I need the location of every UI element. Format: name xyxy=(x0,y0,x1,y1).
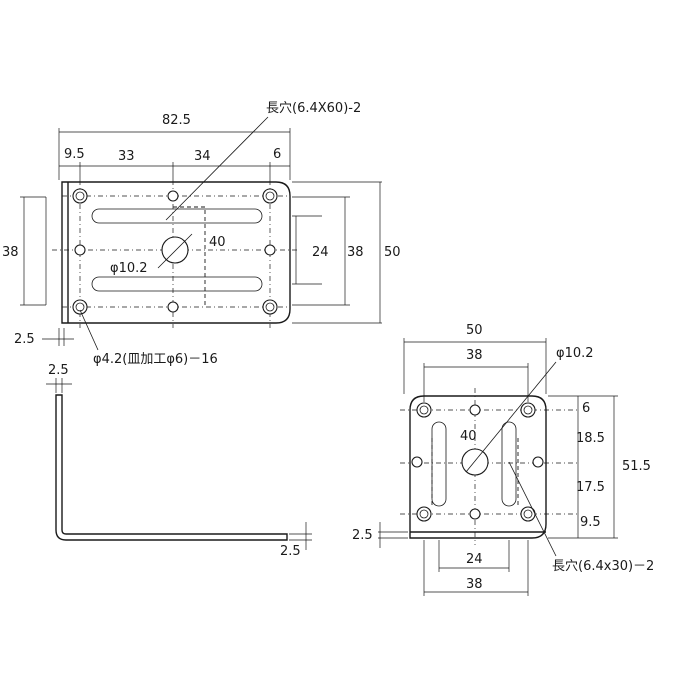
end-hole-top-mid xyxy=(469,404,481,416)
end-slot-right xyxy=(501,421,517,507)
end-hole-mid-right xyxy=(532,456,544,468)
end-dim-offset-bottom: 9.5 xyxy=(580,515,601,530)
end-dim-overall-width: 50 xyxy=(466,323,483,338)
front-dim-height-right-outer: 50 xyxy=(384,245,401,260)
front-hole-top-left-inner xyxy=(75,191,85,201)
end-slot-left xyxy=(431,421,447,507)
side-profile-outline xyxy=(55,394,288,541)
end-center-hole-leader xyxy=(465,361,557,473)
front-dim-span-right: 34 xyxy=(194,149,211,164)
end-hole-top-right xyxy=(520,402,536,418)
end-dim-overall-height: 51.5 xyxy=(622,459,651,474)
front-center-hole xyxy=(161,236,189,264)
front-dim-span-left: 33 xyxy=(118,149,135,164)
front-slot-callout: 長穴(6.4X60)-2 xyxy=(266,101,361,116)
front-dim-slot-spacing: 24 xyxy=(312,245,329,260)
side-dim-thickness-bottom: 2.5 xyxy=(280,544,301,559)
end-dim-thickness: 2.5 xyxy=(352,528,373,543)
front-hole-mid-right xyxy=(264,244,276,256)
end-dim-center-hole: φ10.2 xyxy=(556,346,594,361)
end-view: 50 38 φ10.2 40 6 18.5 17.5 9.5 51.5 2.5 … xyxy=(352,323,654,596)
front-slot-callout-leader xyxy=(165,116,269,221)
front-hole-callout-leader xyxy=(79,309,99,351)
end-hole-bottom-left xyxy=(416,506,432,522)
end-dim-slot-spacing: 24 xyxy=(466,552,483,567)
front-hole-bottom-right xyxy=(262,299,278,315)
side-dim-thickness-top: 2.5 xyxy=(48,363,69,378)
end-dim-hole-span-top: 38 xyxy=(466,348,483,363)
front-dim-height-right-inner: 38 xyxy=(347,245,364,260)
front-hidden-line xyxy=(173,206,206,307)
front-dim-height-left: 38 xyxy=(2,245,19,260)
front-hole-bottom-mid xyxy=(167,301,179,313)
end-slot-callout: 長穴(6.4x30)－2 xyxy=(552,559,654,574)
front-dim-thickness: 2.5 xyxy=(14,332,35,347)
front-dim-center-hole: φ10.2 xyxy=(110,261,148,276)
end-hole-bottom-mid xyxy=(469,508,481,520)
front-hole-top-right xyxy=(262,188,278,204)
end-hole-top-left-inner xyxy=(419,405,429,415)
front-hole-mid-left xyxy=(74,244,86,256)
front-hole-bottom-left xyxy=(72,299,88,315)
front-dim-center-hole-offset: 40 xyxy=(209,235,226,250)
end-center-hole xyxy=(461,448,489,476)
end-hole-mid-left xyxy=(411,456,423,468)
front-plate-outline xyxy=(61,181,291,324)
end-hole-bottom-right-inner xyxy=(523,509,533,519)
end-dim-offset-lower: 17.5 xyxy=(576,480,605,495)
front-dim-right-offset: 6 xyxy=(273,147,281,162)
end-dim-offset-top: 6 xyxy=(582,401,590,416)
end-hole-bottom-left-inner xyxy=(419,509,429,519)
end-slot-callout-leader xyxy=(508,461,557,557)
end-plate-outline xyxy=(409,395,547,539)
front-hole-callout: φ4.2(皿加工φ6)－16 xyxy=(93,352,218,367)
end-hole-top-right-inner xyxy=(523,405,533,415)
front-hole-bottom-left-inner xyxy=(75,302,85,312)
front-hole-top-right-inner xyxy=(265,191,275,201)
front-slot-top xyxy=(91,208,263,224)
front-slot-bottom xyxy=(91,276,263,292)
end-hole-top-left xyxy=(416,402,432,418)
front-dim-left-offset: 9.5 xyxy=(64,147,85,162)
end-dim-offset-upper: 18.5 xyxy=(576,431,605,446)
front-dim-overall-width: 82.5 xyxy=(162,113,191,128)
front-center-hole-leader xyxy=(157,233,193,269)
end-dim-hole-span-bottom: 38 xyxy=(466,577,483,592)
front-hole-top-left xyxy=(72,188,88,204)
front-hole-bottom-right-inner xyxy=(265,302,275,312)
side-view: 2.5 2.5 xyxy=(46,363,312,559)
end-dim-center-hole-offset: 40 xyxy=(460,429,477,444)
front-countersunk-holes xyxy=(72,188,278,315)
front-view: 82.5 9.5 33 34 6 38 24 38 50 40 φ10.2 長穴… xyxy=(2,101,401,367)
front-hole-top-mid xyxy=(167,190,179,202)
end-countersunk-holes xyxy=(411,402,544,522)
